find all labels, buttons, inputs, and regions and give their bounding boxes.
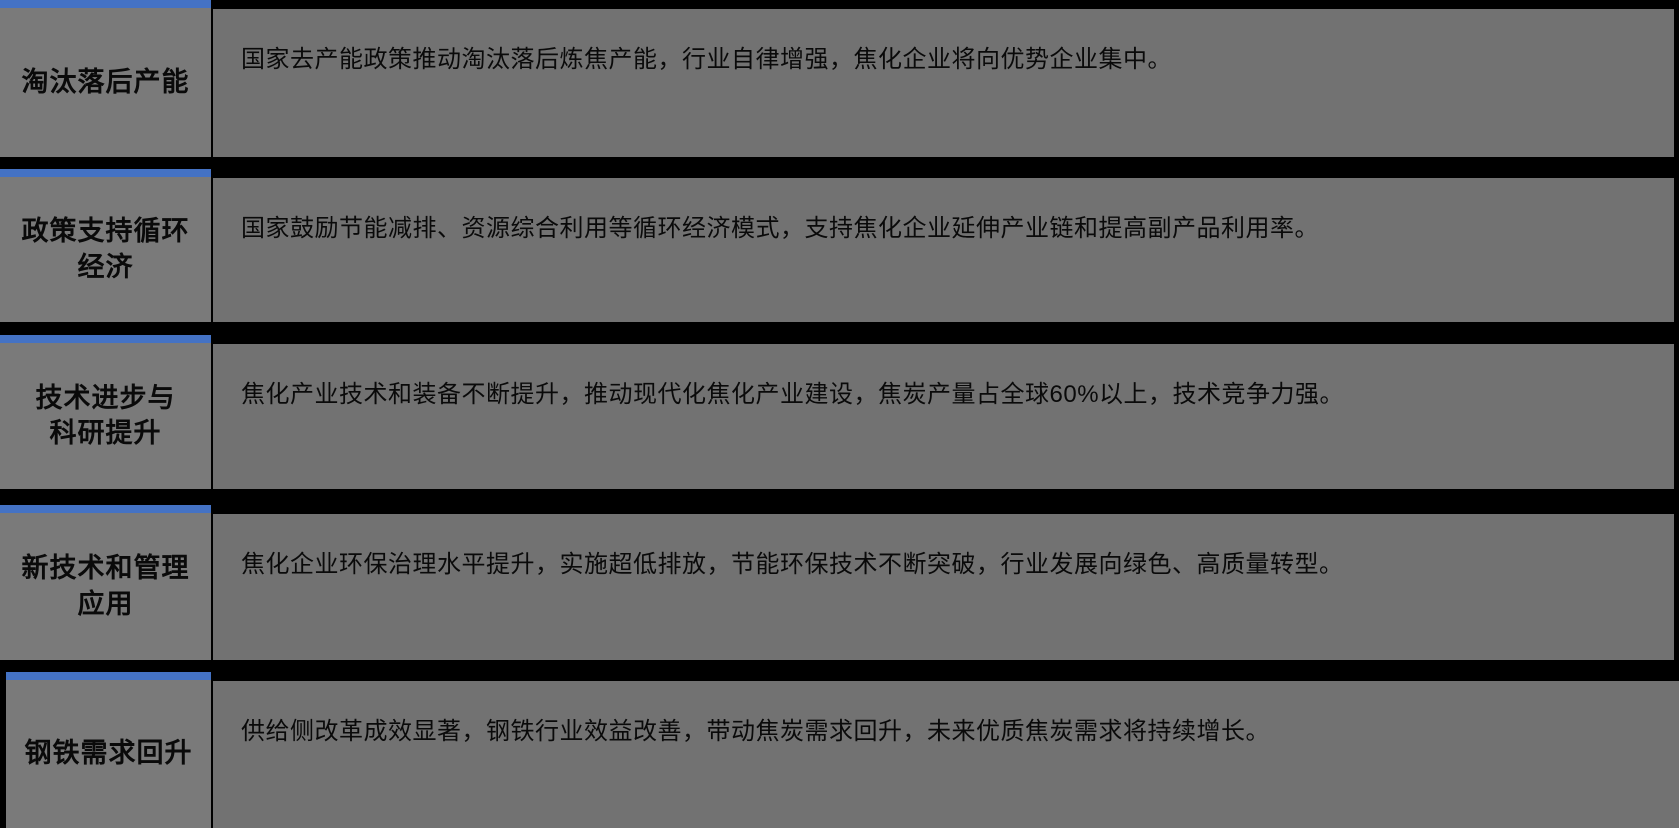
row-3-title-cell: 技术进步与 科研提升 (0, 335, 211, 489)
row-5-body-cell: 供给侧改革成效显著，钢铁行业效益改善，带动焦炭需求回升，未来优质焦炭需求将持续增… (213, 681, 1679, 828)
row-4-body-text: 焦化企业环保治理水平提升，实施超低排放，节能环保技术不断突破，行业发展向绿色、高… (241, 551, 1344, 578)
row-5-body-text: 供给侧改革成效显著，钢铁行业效益改善，带动焦炭需求回升，未来优质焦炭需求将持续增… (241, 718, 1270, 745)
row-2-body-cell: 国家鼓励节能减排、资源综合利用等循环经济模式，支持焦化企业延伸产业链和提高副产品… (213, 178, 1674, 322)
accent-bar (0, 169, 211, 177)
row-3-body-cell: 焦化产业技术和装备不断提升，推动现代化焦化产业建设，焦炭产量占全球60%以上，技… (213, 344, 1674, 489)
row-1-title: 淘汰落后产能 (21, 66, 190, 97)
row-4-body-cell: 焦化企业环保治理水平提升，实施超低排放，节能环保技术不断突破，行业发展向绿色、高… (213, 514, 1674, 660)
accent-bar (0, 505, 211, 513)
row-5-title: 钢铁需求回升 (24, 738, 193, 769)
row-2-title: 政策支持循环 经济 (21, 216, 190, 282)
row-1-title-cell: 淘汰落后产能 (0, 0, 211, 157)
feature-row-1: 淘汰落后产能 国家去产能政策推动淘汰落后炼焦产能，行业自律增强，焦化企业将向优势… (0, 0, 1679, 157)
accent-bar (6, 672, 211, 680)
feature-row-2: 政策支持循环 经济 国家鼓励节能减排、资源综合利用等循环经济模式，支持焦化企业延… (0, 169, 1679, 322)
row-4-title-cell: 新技术和管理 应用 (0, 505, 211, 660)
row-4-title: 新技术和管理 应用 (21, 553, 190, 619)
feature-row-3: 技术进步与 科研提升 焦化产业技术和装备不断提升，推动现代化焦化产业建设，焦炭产… (0, 335, 1679, 489)
row-3-body-text: 焦化产业技术和装备不断提升，推动现代化焦化产业建设，焦炭产量占全球60%以上，技… (241, 381, 1345, 408)
feature-row-4: 新技术和管理 应用 焦化企业环保治理水平提升，实施超低排放，节能环保技术不断突破… (0, 505, 1679, 660)
row-5-title-cell: 钢铁需求回升 (6, 672, 211, 828)
row-2-body-text: 国家鼓励节能减排、资源综合利用等循环经济模式，支持焦化企业延伸产业链和提高副产品… (241, 215, 1319, 242)
row-1-body-cell: 国家去产能政策推动淘汰落后炼焦产能，行业自律增强，焦化企业将向优势企业集中。 (213, 9, 1674, 157)
accent-bar (0, 0, 211, 8)
row-2-title-cell: 政策支持循环 经济 (0, 169, 211, 322)
accent-bar (0, 335, 211, 343)
feature-row-5: 钢铁需求回升 供给侧改革成效显著，钢铁行业效益改善，带动焦炭需求回升，未来优质焦… (0, 672, 1679, 828)
row-1-body-text: 国家去产能政策推动淘汰落后炼焦产能，行业自律增强，焦化企业将向优势企业集中。 (241, 46, 1172, 73)
row-3-title: 技术进步与 科研提升 (35, 382, 176, 448)
